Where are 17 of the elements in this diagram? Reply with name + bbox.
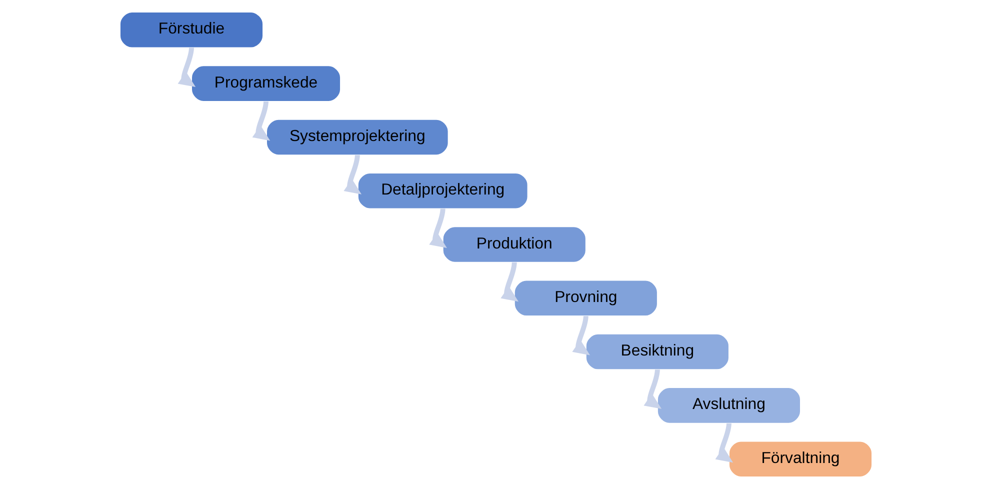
node-box: Produktion bbox=[442, 226, 586, 263]
arrow bbox=[572, 316, 590, 356]
arrow bbox=[643, 370, 662, 409]
arrow bbox=[343, 154, 362, 194]
arrow bbox=[714, 423, 733, 463]
node-box: Förvaltning bbox=[728, 440, 872, 478]
node-box: Provning bbox=[513, 280, 658, 317]
arrow bbox=[252, 101, 270, 141]
arrow bbox=[500, 262, 518, 302]
node-box: Avslutning bbox=[656, 387, 800, 424]
arrow bbox=[177, 48, 196, 88]
node-box: Förstudie bbox=[118, 12, 264, 48]
node-box: Systemprojektering bbox=[266, 118, 448, 156]
node-box: Besiktning bbox=[584, 333, 729, 370]
node-box: Programskede bbox=[190, 65, 341, 102]
arrow bbox=[428, 208, 446, 248]
node-box: Detaljprojektering bbox=[356, 172, 528, 210]
